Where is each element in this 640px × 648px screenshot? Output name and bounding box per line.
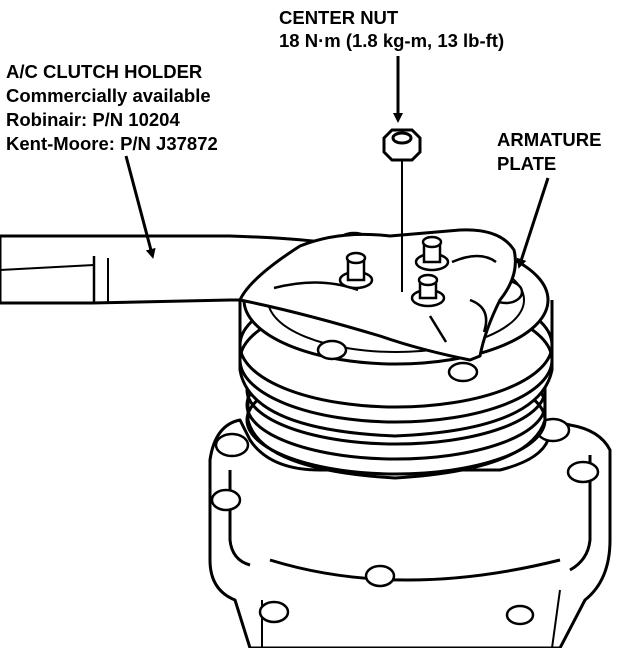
armature-plate-line2: PLATE (497, 153, 557, 174)
clutch-holder-availability: Commercially available (6, 85, 211, 106)
center-nut-title: CENTER NUT (279, 7, 399, 28)
armature-plate-line1: ARMATURE (497, 129, 602, 150)
tool-pins (338, 235, 450, 308)
clutch-holder-robinair: Robinair: P/N 10204 (6, 109, 180, 130)
clutch-holder-arrow (124, 155, 156, 259)
body-bolt-bosses (210, 417, 600, 626)
center-nut-icon (382, 128, 422, 162)
armature-plate-arrow (516, 177, 550, 269)
clutch-holder-kent-moore: Kent-Moore: P/N J37872 (6, 133, 218, 154)
compressor-body (208, 418, 612, 648)
center-nut-torque: 18 N·m (1.8 kg-m, 13 lb-ft) (279, 30, 505, 51)
clutch-holder-title: A/C CLUTCH HOLDER (6, 61, 203, 82)
leader-arrows (124, 56, 550, 269)
